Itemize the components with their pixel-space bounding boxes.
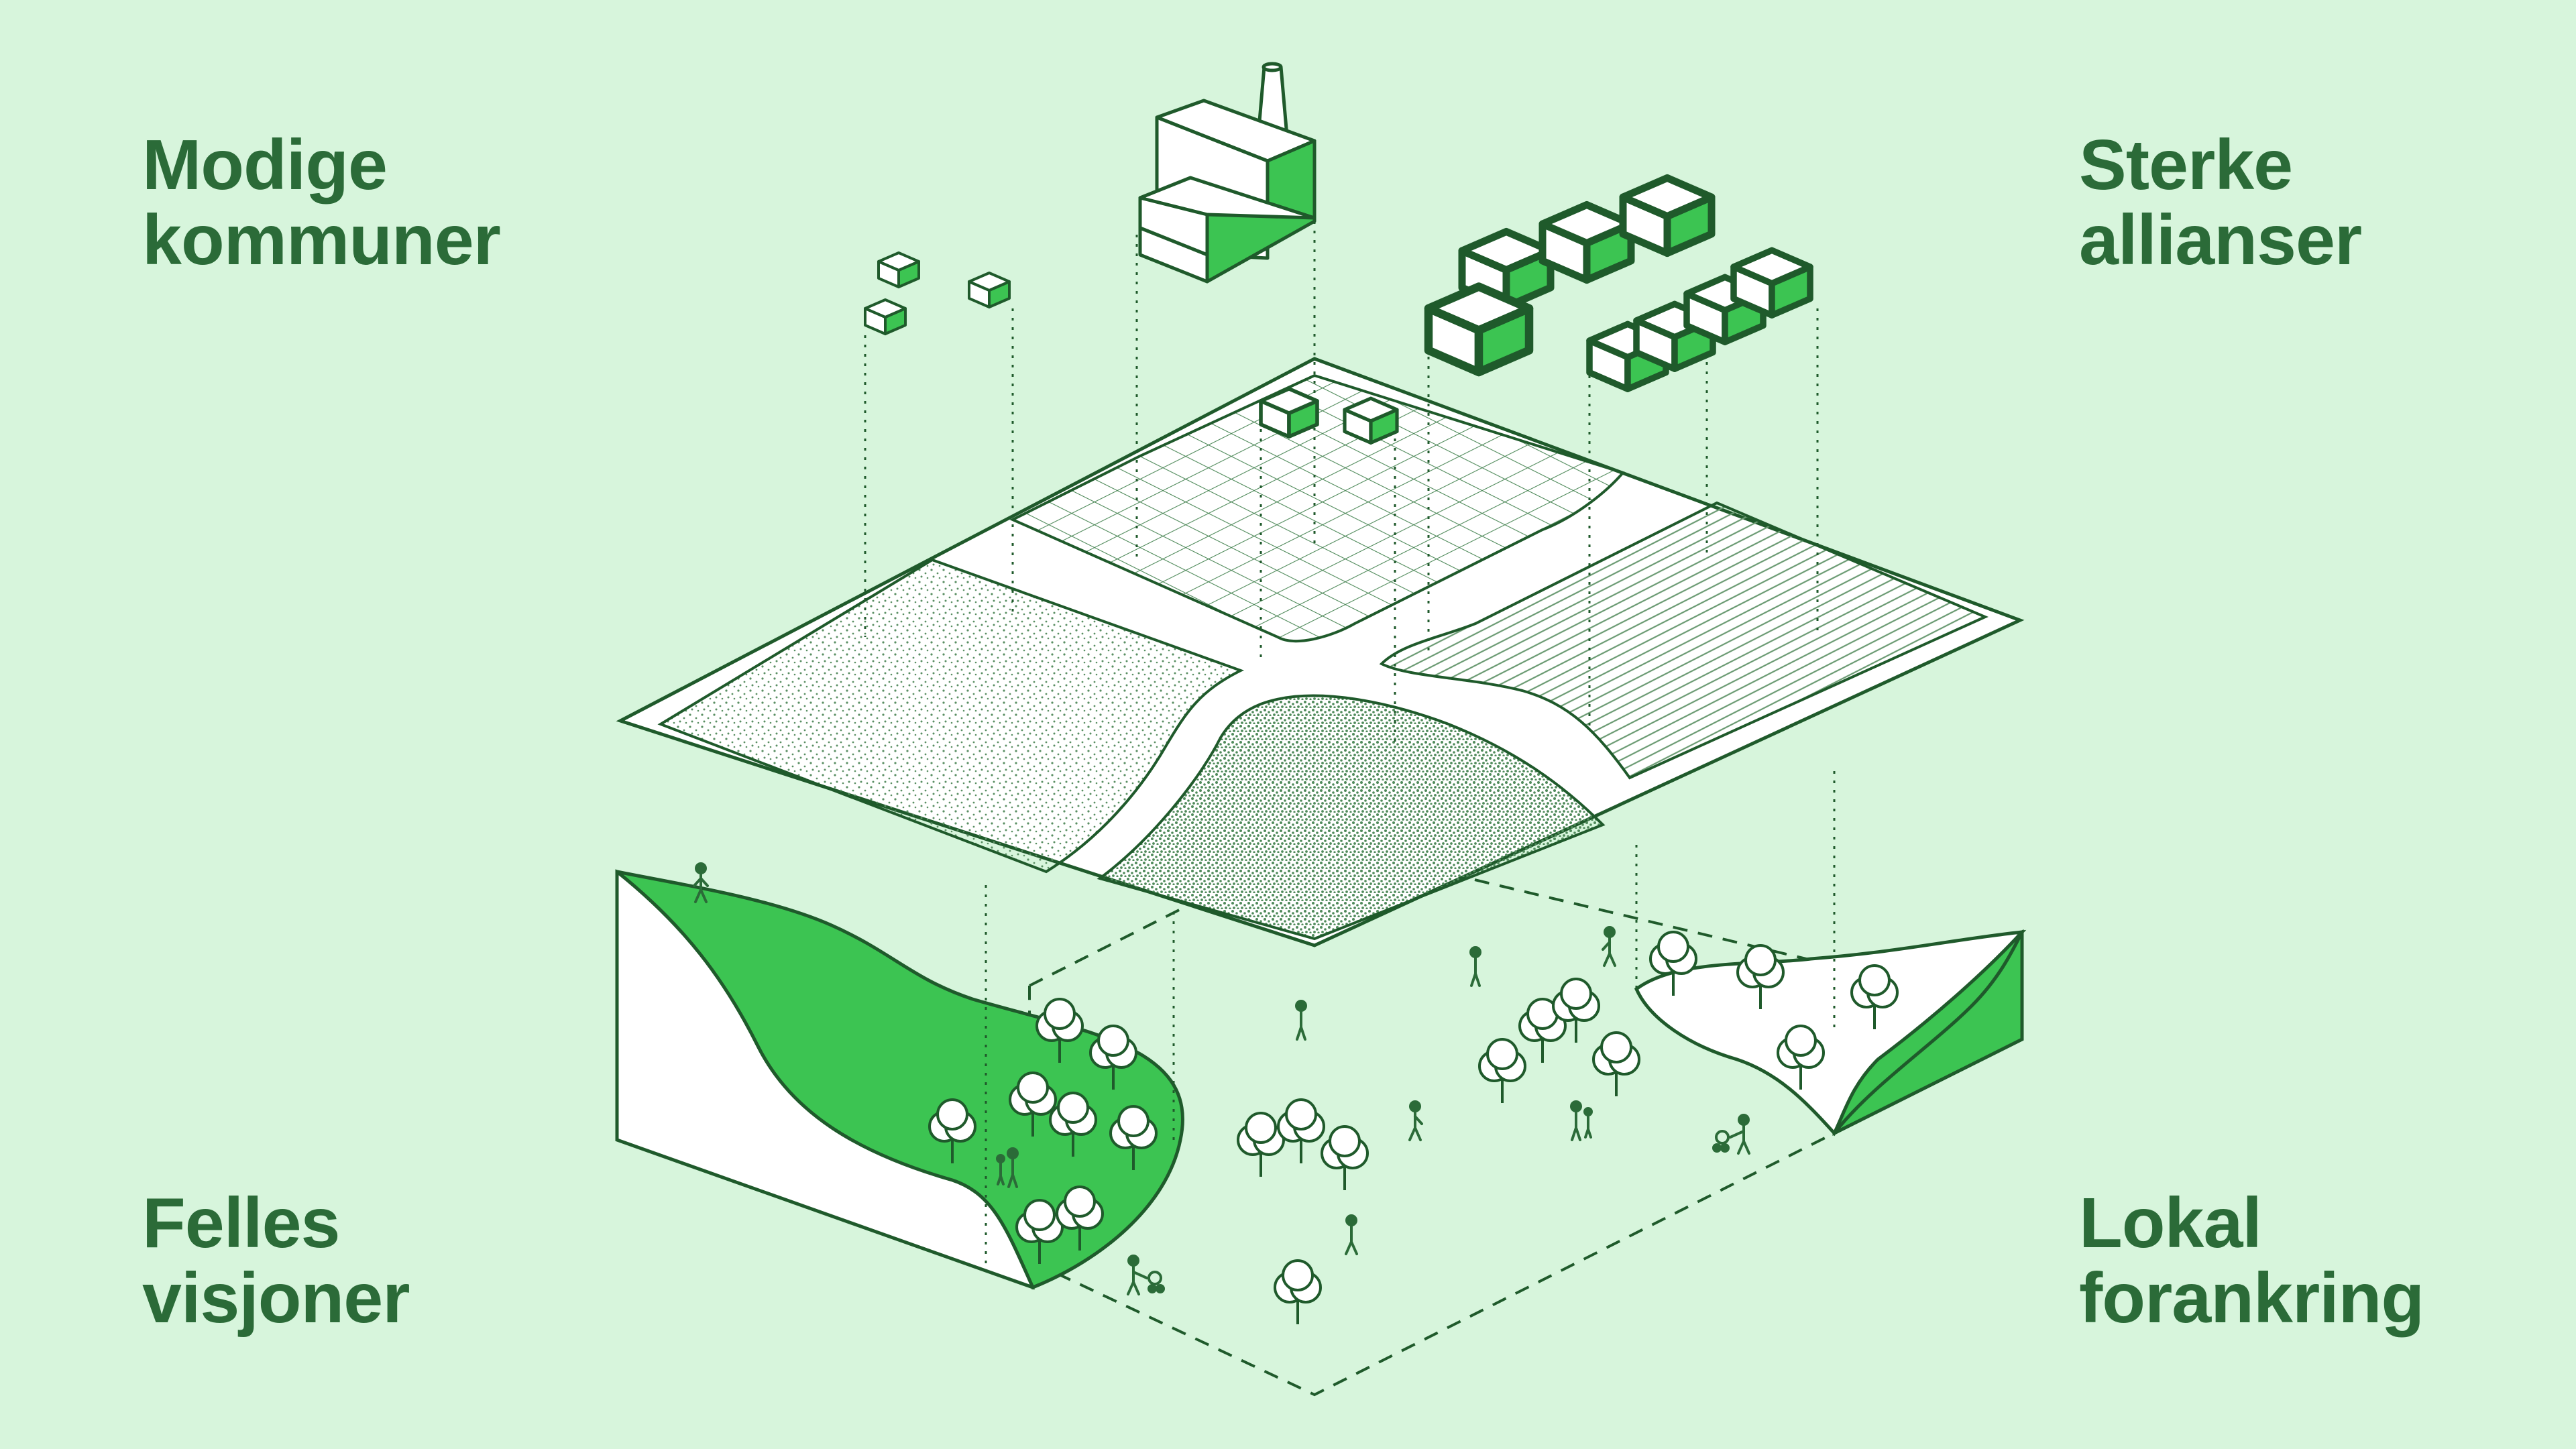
- tree-icon: [1850, 964, 1899, 1029]
- tree-icon: [1277, 1098, 1325, 1163]
- tree-icon: [1056, 1185, 1104, 1251]
- house-icon: [1619, 174, 1716, 257]
- family-icon: [1570, 1100, 1593, 1141]
- house-icon: [1424, 282, 1534, 377]
- house-icon: [864, 298, 907, 335]
- left-hill-slope: [616, 870, 1184, 1290]
- tree-icon: [1736, 944, 1785, 1009]
- house-icon: [1343, 396, 1399, 445]
- label-line: allianser: [2079, 200, 2362, 280]
- tree-icon: [1015, 1199, 1064, 1264]
- person-icon: [1345, 1214, 1358, 1255]
- tree-icon: [1321, 1125, 1369, 1190]
- zone-dense-bottom: [1097, 694, 1606, 941]
- people: [693, 862, 1750, 1295]
- tree-icon: [1592, 1031, 1640, 1096]
- guide-lines: [864, 221, 1836, 1267]
- tree-icon: [1089, 1025, 1137, 1090]
- tree-icon: [1009, 1071, 1057, 1137]
- tree-icon: [1478, 1038, 1526, 1103]
- stroller-icon: [1127, 1255, 1165, 1295]
- tree-icon: [1552, 978, 1600, 1043]
- right-hill-slope: [1833, 931, 2024, 1135]
- tree-icon: [1274, 1259, 1322, 1324]
- house-icon: [1730, 247, 1813, 318]
- ground-layer: [615, 839, 2027, 1397]
- person-icon: [1469, 946, 1481, 987]
- tree-icon: [1049, 1092, 1097, 1157]
- house-icon: [1538, 200, 1635, 284]
- stroller-icon: [1712, 1114, 1750, 1155]
- house-cluster-right: [1424, 174, 1813, 392]
- label-line: Modige: [142, 125, 388, 205]
- tree-icon: [1035, 998, 1084, 1063]
- factory-icon: [1138, 62, 1317, 284]
- tree-icon: [1649, 931, 1697, 996]
- label-modige-kommuner: Modige kommuner: [142, 125, 501, 280]
- label-line: Felles: [142, 1183, 341, 1263]
- label-line: forankring: [2079, 1259, 2424, 1338]
- family-icon: [996, 1147, 1019, 1188]
- house-icon: [968, 272, 1011, 308]
- tree-icon: [1109, 1105, 1158, 1170]
- trees: [928, 931, 1899, 1324]
- person-icon: [1408, 1100, 1423, 1141]
- zone-dots-left: [657, 558, 1245, 874]
- landuse-plane: [616, 357, 2025, 947]
- right-hill-top: [1634, 929, 2027, 1137]
- tree-icon: [1777, 1025, 1825, 1090]
- tree-icon: [1237, 1112, 1285, 1177]
- label-line: visjoner: [142, 1259, 410, 1338]
- label-line: Lokal: [2079, 1183, 2262, 1263]
- zone-lines-right: [1379, 501, 1989, 780]
- label-sterke-allianser: Sterke allianser: [2079, 125, 2362, 280]
- person-icon: [1295, 1000, 1307, 1041]
- label-line: Sterke: [2079, 125, 2293, 205]
- house-icon: [1259, 386, 1319, 439]
- house-icon: [877, 251, 920, 288]
- zone-grid: [1009, 373, 1626, 643]
- person-icon: [1602, 926, 1616, 967]
- label-lokal-forankring: Lokal forankring: [2079, 1185, 2424, 1336]
- tree-icon: [928, 1098, 976, 1163]
- person-icon: [693, 862, 709, 903]
- tree-icon: [1518, 998, 1567, 1063]
- label-line: kommuner: [142, 200, 501, 280]
- house-cluster-left: [864, 251, 1399, 445]
- label-felles-visjoner: Felles visjoner: [142, 1185, 410, 1336]
